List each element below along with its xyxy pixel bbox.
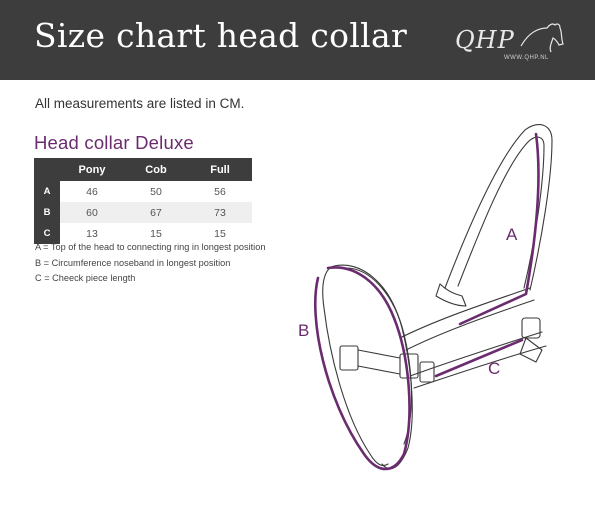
row-label: C [34, 223, 60, 244]
table-row: C 13 15 15 [34, 223, 252, 244]
table-cell: 15 [214, 227, 226, 240]
table-header-row: Pony Cob Full [34, 158, 252, 181]
crown-strap-outline [444, 124, 553, 291]
table-corner [34, 158, 60, 181]
table-cell: 46 [86, 185, 98, 198]
column-header: Full [188, 158, 252, 181]
measurement-notes: A = Top of the head to connecting ring i… [35, 240, 265, 287]
noseband-back [322, 265, 389, 467]
cheek-ring-left [435, 283, 467, 307]
noseband-buckle-left [339, 345, 359, 371]
table-cell: 73 [188, 202, 252, 223]
column-header: Pony [60, 158, 124, 181]
logo-brand: QHP [455, 26, 515, 54]
table-cell: 15 [150, 227, 162, 240]
head-collar-illustration: A B C [298, 124, 553, 471]
label-b: B [298, 321, 309, 340]
page-title: Size chart head collar [34, 16, 408, 55]
table-row: B 60 67 73 [34, 202, 252, 223]
table-cell: 50 [150, 185, 162, 198]
label-a: A [506, 225, 518, 244]
noseband-strap-bottom [357, 365, 401, 375]
note-a: A = Top of the head to connecting ring i… [35, 242, 266, 252]
noseband-strap-top [357, 349, 401, 359]
size-table: Pony Cob Full A 46 50 56 B 60 67 73 C 13… [34, 158, 252, 244]
section-title: Head collar Deluxe [34, 132, 194, 153]
horse-head-icon [520, 23, 564, 53]
table-cell: 67 [124, 202, 188, 223]
label-c: C [488, 359, 500, 378]
table-cell: 56 [214, 185, 226, 198]
row-label: B [34, 202, 60, 223]
note-c: C = Cheeck piece length [35, 273, 136, 283]
logo-url: WWW.QHP.NL [504, 55, 549, 61]
column-header: Cob [124, 158, 188, 181]
chin-strap-upper [409, 331, 543, 377]
header-bar: Size chart head collar QHP WWW.QHP.NL [0, 0, 595, 80]
noseband-inner [345, 267, 412, 445]
table-cell: 13 [86, 227, 98, 240]
table-row: A 46 50 56 [34, 181, 252, 202]
chin-strap-lower [413, 345, 547, 389]
row-label: A [34, 181, 60, 202]
measure-line-a [458, 132, 540, 326]
measure-line-b [314, 266, 411, 471]
qhp-logo: QHP WWW.QHP.NL [455, 22, 565, 67]
cheek-ring [519, 337, 543, 363]
table-cell: 60 [60, 202, 124, 223]
measure-line-c [434, 338, 524, 378]
cheek-strap-upper [399, 287, 531, 339]
chin-buckle [419, 361, 435, 383]
note-b: B = Circumference noseband in longest po… [35, 257, 231, 268]
intro-text: All measurements are listed in CM. [35, 96, 245, 111]
cheek-buckle [521, 317, 541, 339]
cheek-strap-lower [405, 299, 535, 351]
